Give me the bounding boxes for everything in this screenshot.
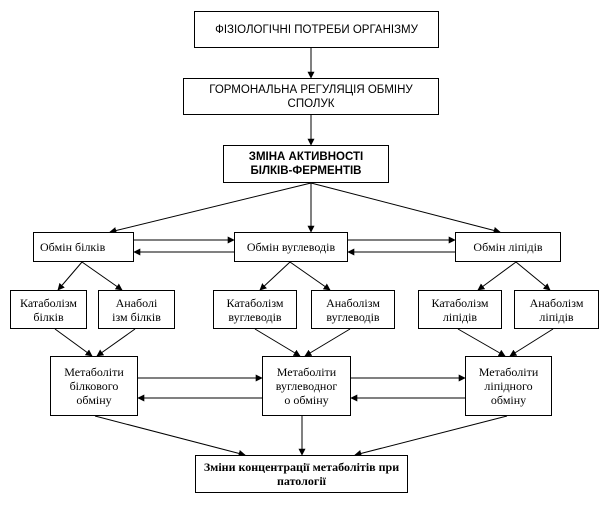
edge-lipid-exchange-anabolism [515,261,551,291]
edge-carb-exchange-catabolism [259,261,291,291]
node-carb-metabolites: Метаболіти вуглеводног о обміну [262,356,351,416]
node-hormonal: ГОРМОНАЛЬНА РЕГУЛЯЦІЯ ОБМІНУ СПОЛУК [183,78,439,115]
node-carb-exchange: Обмін вуглеводів [234,232,348,262]
edge-protein-catabolism-metabolites [54,328,93,357]
edge-protein-anabolism-metabolites [96,328,136,357]
node-protein-exchange: Обмін білків [33,232,134,262]
node-protein-metabolites: Метаболіти білкового обміну [50,356,138,416]
node-needs: ФІЗІОЛОГІЧНІ ПОТРЕБИ ОРГАНІЗМУ [194,11,439,48]
node-enzymes: ЗМІНА АКТИВНОСТІ БІЛКІВ-ФЕРМЕНТІВ [223,145,389,183]
edge-lipid-anabolism-metabolites [509,328,554,357]
edge-carb-exchange-anabolism [289,261,331,291]
edge-protein-exchange-anabolism [81,261,123,291]
node-protein-catabolism: Катаболізм білків [10,290,87,329]
node-lipid-metabolites: Метаболіти ліпідного обміну [465,356,552,416]
node-carb-anabolism: Анаболізм вуглеводів [311,290,395,329]
edge-enzymes-lipid [310,182,501,234]
node-lipid-anabolism: Анаболізм ліпідів [514,290,599,329]
edge-protein-met-pathology [94,415,246,457]
node-carb-catabolism: Катаболізм вуглеводів [213,290,297,329]
edge-enzymes-protein [109,182,312,234]
edge-lipid-catabolism-metabolites [457,328,506,357]
edge-carb-catabolism-metabolites [254,328,301,357]
node-pathology: Зміни концентрації метаболітів при патол… [195,455,408,493]
node-lipid-exchange: Обмін ліпідів [455,232,561,262]
edge-lipid-exchange-catabolism [477,261,517,291]
node-protein-anabolism: Анаболі ізм білків [98,290,175,329]
edge-protein-exchange-catabolism [57,261,83,291]
edge-lipid-met-pathology [354,415,508,457]
node-lipid-catabolism: Катаболізм ліпідів [418,290,502,329]
edge-carb-anabolism-metabolites [304,328,351,357]
